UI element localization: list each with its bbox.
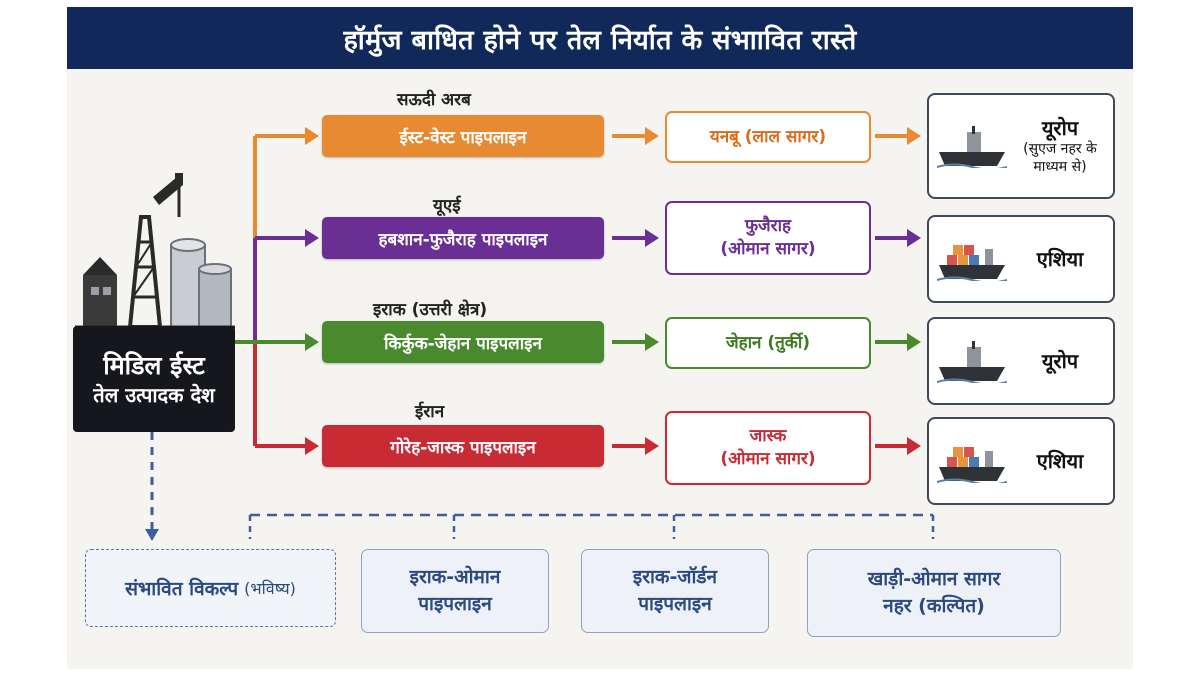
producer-subtitle: तेल उत्पादक देश [93, 383, 215, 408]
tanker-ship-icon [937, 341, 1007, 383]
pipeline-east-west: ईस्ट-वेस्ट पाइपलाइन [322, 115, 604, 157]
alternative-iraq-oman: इराक-ओमान पाइपलाइन [361, 549, 549, 633]
arrow-head [645, 333, 659, 351]
region-label-iran: ईरान [415, 402, 445, 422]
producer-title: मिडिल ईस्ट [103, 350, 205, 380]
route-connectors [145, 127, 935, 541]
arrow-head [305, 127, 319, 145]
alternative-line1: खाड़ी-ओमान सागर [867, 568, 1001, 591]
arrow-head [305, 437, 319, 455]
port-name: जास्क [749, 426, 787, 447]
destination-europe-2: यूरोप [927, 317, 1115, 405]
destination-name: एशिया [1036, 449, 1084, 473]
port-sea: (ओमान सागर) [720, 239, 816, 259]
port-name: फुजैराह [744, 216, 792, 237]
arrow-head [145, 529, 159, 541]
producer-box: मिडिल ईस्ट तेल उत्पादक देश [73, 326, 235, 432]
alternative-gulf-oman-canal: खाड़ी-ओमान सागर नहर (कल्पित) [807, 549, 1061, 637]
container-ship-icon [937, 245, 1007, 281]
destination-asia-2: एशिया [927, 417, 1115, 505]
destination-asia-1: एशिया [927, 215, 1115, 303]
destination-name: एशिया [1036, 247, 1084, 271]
alternative-iraq-jordan: इराक-जॉर्डन पाइपलाइन [581, 549, 769, 633]
port-fujairah: फुजैराह (ओमान सागर) [665, 201, 871, 275]
port-name: जेहान (तुर्की) [725, 332, 811, 353]
arrow-head [907, 127, 921, 145]
pipeline-kirkuk-ceyhan: किर्कुक-जेहान पाइपलाइन [322, 321, 604, 363]
alternative-line1: इराक-जॉर्डन [632, 566, 718, 589]
oil-rig-icon [75, 173, 235, 329]
alternative-line2: पाइपलाइन [638, 593, 712, 615]
alternative-line2: नहर (कल्पित) [883, 595, 985, 617]
region-label-iraq: इराक (उत्तरी क्षेत्र) [373, 300, 488, 320]
arrow-head [305, 229, 319, 247]
port-jask: जास्क (ओमान सागर) [665, 411, 871, 485]
region-label-uae: यूएई [433, 196, 461, 216]
future-alternatives-label: संभावित विकल्प (भविष्य) [85, 549, 336, 627]
alternative-line2: पाइपलाइन [418, 593, 492, 615]
page-title: हॉर्मुज बाधित होने पर तेल निर्यात के संभ… [67, 7, 1133, 69]
pipeline-habshan-fujairah: हबशान-फुजैराह पाइपलाइन [322, 217, 604, 259]
arrow-head [645, 229, 659, 247]
infographic: हॉर्मुज बाधित होने पर तेल निर्यात के संभ… [67, 7, 1133, 669]
arrow-head [907, 229, 921, 247]
pipeline-goreh-jask: गोरेह-जास्क पाइपलाइन [322, 425, 604, 467]
arrow-head [305, 333, 319, 351]
destination-name: यूरोप [1041, 349, 1079, 373]
alternative-line1: इराक-ओमान [409, 566, 501, 589]
arrow-head [907, 437, 921, 455]
arrow-head [645, 127, 659, 145]
arrow-head [907, 333, 921, 351]
region-label-saudi: सऊदी अरब [397, 90, 471, 110]
tanker-ship-icon [937, 126, 1007, 168]
destination-note: (सुएज नहर के माध्यम से) [1023, 140, 1097, 175]
port-sea: (ओमान सागर) [720, 449, 816, 469]
container-ship-icon [937, 447, 1007, 483]
alternatives-note: (भविष्य) [244, 579, 296, 598]
port-name: यनबू (लाल सागर) [709, 126, 827, 147]
destination-europe-1: यूरोप (सुएज नहर के माध्यम से) [927, 93, 1115, 199]
alternatives-title: संभावित विकल्प [125, 578, 239, 600]
destination-name: यूरोप [1041, 115, 1079, 140]
port-yanbu: यनबू (लाल सागर) [665, 111, 871, 163]
arrow-head [645, 437, 659, 455]
port-ceyhan: जेहान (तुर्की) [665, 317, 871, 369]
